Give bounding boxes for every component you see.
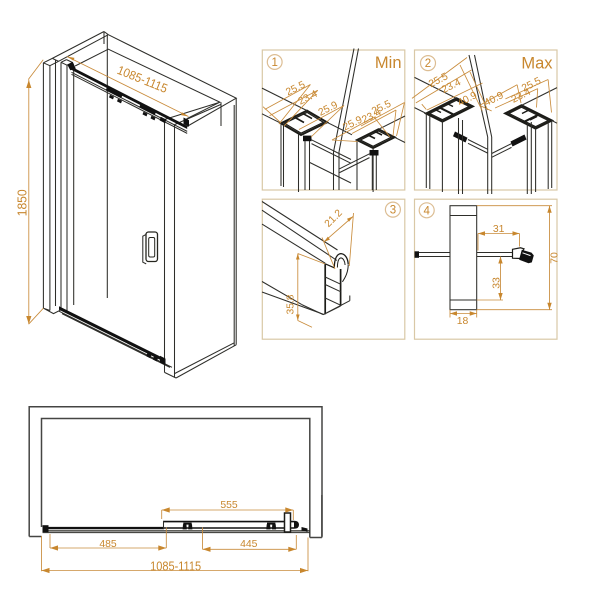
svg-text:2: 2 xyxy=(425,58,431,70)
svg-text:31: 31 xyxy=(493,224,505,235)
svg-text:Max: Max xyxy=(521,54,553,72)
svg-text:33: 33 xyxy=(491,277,502,289)
svg-text:70: 70 xyxy=(549,252,560,264)
svg-text:3: 3 xyxy=(390,205,396,217)
svg-text:4: 4 xyxy=(423,205,430,217)
svg-text:35.8: 35.8 xyxy=(286,294,297,314)
svg-text:485: 485 xyxy=(99,539,117,550)
svg-text:445: 445 xyxy=(240,539,258,550)
svg-text:555: 555 xyxy=(220,500,238,511)
svg-text:1850: 1850 xyxy=(15,189,30,216)
svg-text:1085-1115: 1085-1115 xyxy=(150,559,201,574)
svg-text:1: 1 xyxy=(271,57,277,69)
svg-text:Min: Min xyxy=(375,54,402,72)
svg-text:18: 18 xyxy=(457,316,469,327)
